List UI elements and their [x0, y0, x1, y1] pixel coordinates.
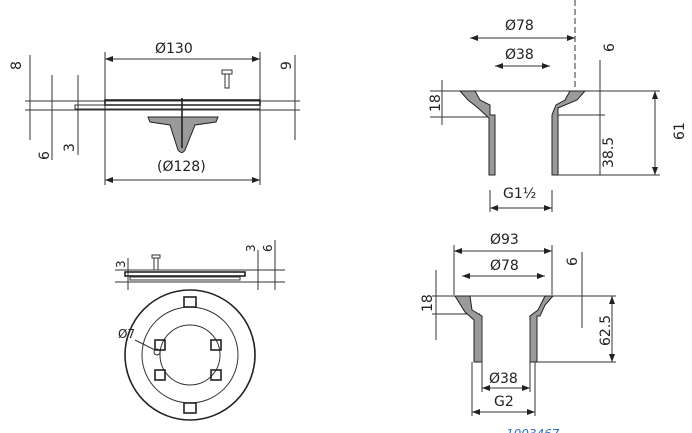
bottom-left-view: 3 3 6 Ø7 [114, 240, 285, 421]
dim-62-5: 62.5 [598, 315, 614, 346]
dim-d38: Ø38 [505, 47, 534, 63]
top-left-view: Ø130 (Ø128) 8 6 3 9 [9, 41, 300, 185]
dim-6: 6 [261, 244, 275, 252]
dim-3-left: 3 [114, 260, 128, 268]
dim-18: 18 [428, 94, 444, 112]
top-right-view: Ø78 Ø38 G1½ 18 6 38.5 61 [428, 0, 688, 212]
dim-d78: Ø78 [505, 18, 534, 34]
dim-g1-1-2: G1½ [503, 186, 536, 202]
dim-d130: Ø130 [155, 41, 193, 57]
dim-61: 61 [672, 122, 688, 140]
dim-9: 9 [279, 61, 295, 70]
dim-g2: G2 [494, 394, 514, 410]
dim-6: 6 [37, 151, 53, 160]
dim-d78: Ø78 [490, 258, 519, 274]
dim-6: 6 [565, 257, 581, 266]
dim-d7: Ø7 [118, 327, 135, 341]
reference-number: 1003467 [506, 427, 560, 433]
plate-top-view [124, 289, 256, 421]
dim-8: 8 [9, 61, 25, 70]
dim-d93: Ø93 [490, 232, 519, 248]
dim-3: 3 [62, 143, 78, 152]
bottom-right-view: Ø93 Ø78 Ø38 G2 18 6 62.5 [420, 232, 616, 416]
dim-d128: (Ø128) [157, 159, 206, 175]
dim-6: 6 [602, 43, 618, 52]
dim-18: 18 [420, 294, 436, 312]
dim-d38: Ø38 [489, 371, 518, 387]
dim-3-right: 3 [244, 244, 258, 252]
dim-38-5: 38.5 [601, 137, 617, 168]
